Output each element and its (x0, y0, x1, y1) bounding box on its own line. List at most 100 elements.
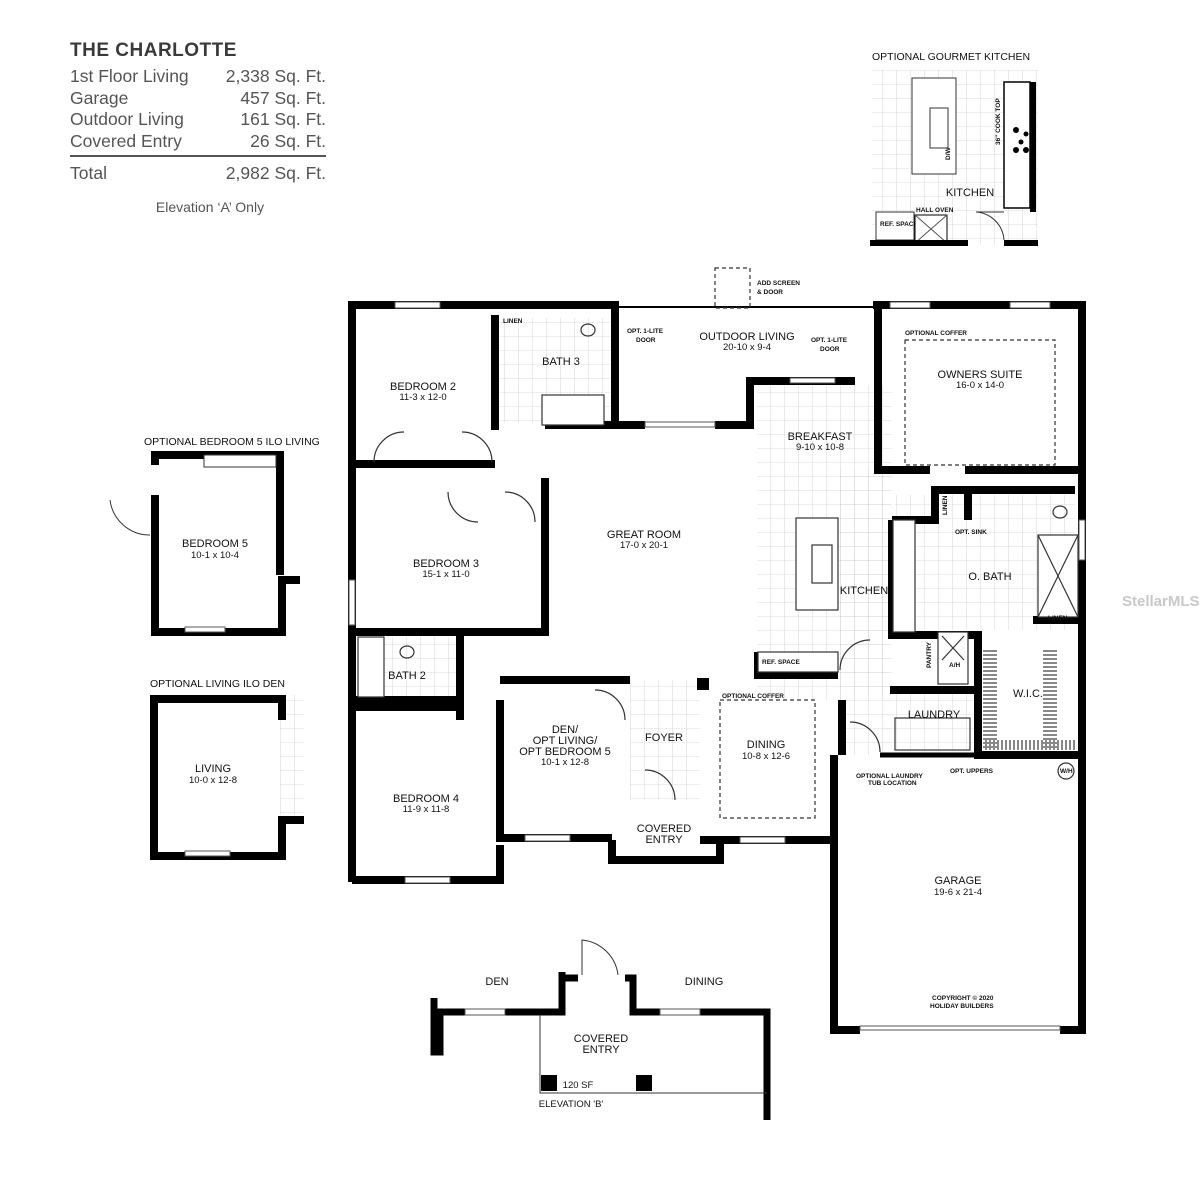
counter (1003, 81, 1031, 209)
note: OPT. 1-LITE (627, 328, 664, 335)
room-name: OUTDOOR LIVING (699, 331, 794, 343)
note: ADD SCREEN (757, 280, 800, 287)
note: LINEN (1048, 615, 1068, 622)
note: LINEN (942, 495, 949, 515)
hall-oven-label: HALL OVEN (916, 207, 954, 214)
summary-row: Covered Entry 26 Sq. Ft. (70, 131, 326, 153)
room-dims: 9-10 x 10-8 (796, 442, 844, 453)
sink (929, 107, 949, 149)
plan-title: THE CHARLOTTE (70, 40, 237, 61)
room-dims: 20-10 x 9-4 (723, 342, 771, 353)
note: TUB LOCATION (868, 780, 917, 787)
inset-title: OPTIONAL BEDROOM 5 ILO LIVING (144, 436, 320, 448)
room-name: DEN/ (552, 724, 579, 736)
dw-label: D/W (945, 147, 952, 161)
room-name: GREAT ROOM (607, 529, 681, 541)
elevation-note: Elevation ‘A’ Only (155, 198, 265, 215)
row-value: 161 Sq. Ft. (240, 109, 326, 129)
copyright: COPYRIGHT © 2020 (932, 994, 994, 1002)
room-dims: 16-0 x 14-0 (956, 380, 1004, 391)
ref-space (875, 211, 915, 241)
room-name: ENTRY (645, 834, 683, 846)
room-name: BEDROOM 3 (413, 558, 479, 570)
note: A/H (949, 662, 961, 669)
room-name: BEDROOM 5 (182, 538, 248, 550)
note: DOOR (820, 346, 840, 353)
gourmet-kitchen-inset: OPTIONAL GOURMET KITCHEN 36" COOK TOP D/… (870, 51, 1038, 246)
door-swing (109, 499, 151, 536)
room-name: DINING (747, 739, 786, 751)
room-name: FOYER (645, 732, 683, 744)
room-name: OPT BEDROOM 5 (519, 746, 610, 758)
inset-title: OPTIONAL GOURMET KITCHEN (872, 51, 1030, 63)
plan-notes: ADD SCREEN & DOOR OPT. 1-LITE DOOR OPT. … (503, 280, 1073, 1010)
window (184, 626, 226, 633)
room-dims: 10-8 x 12-6 (742, 751, 790, 762)
total-value: 2,982 Sq. Ft. (225, 163, 326, 183)
row-value: 26 Sq. Ft. (250, 130, 326, 151)
fixtures (357, 267, 1079, 819)
note: OPT. 1-LITE (811, 337, 848, 344)
room-name: W.I.C. (1013, 688, 1043, 700)
room-name: BEDROOM 2 (390, 381, 456, 393)
room-name: BATH 3 (542, 356, 580, 368)
summary-row: 1st Floor Living 2,338 Sq. Ft. (70, 66, 326, 88)
wall (1030, 82, 1036, 212)
divider (70, 155, 326, 157)
room-dims: 10-1 x 12-8 (541, 757, 589, 768)
closet (203, 454, 277, 468)
note: PANTRY (926, 641, 933, 668)
cooktop-icon (1013, 127, 1029, 153)
window (184, 850, 231, 857)
windows (348, 301, 1086, 1031)
row-label: Covered Entry (70, 130, 182, 151)
optional-living-inset: OPTIONAL LIVING ILO DEN LIVING 10-0 x 12… (150, 678, 304, 860)
room-dims: 10-0 x 12-8 (189, 775, 237, 786)
note: LINEN (503, 318, 523, 325)
door-swing (975, 211, 1005, 241)
room-name: KITCHEN (840, 585, 888, 597)
room-name: COVERED (637, 823, 691, 835)
room-name: COVERED (574, 1033, 628, 1045)
walls (150, 695, 304, 860)
room-name: DEN (485, 976, 508, 988)
note: & DOOR (757, 289, 783, 296)
note: DOOR (636, 337, 656, 344)
room-name: OWNERS SUITE (938, 369, 1023, 381)
island (911, 77, 957, 175)
room-dims: 10-1 x 10-4 (191, 550, 239, 561)
note: OPT. UPPERS (950, 768, 994, 775)
note: OPTIONAL COFFER (722, 693, 784, 700)
optional-bedroom5-inset: OPTIONAL BEDROOM 5 ILO LIVING BEDROOM 5 … (109, 436, 320, 636)
room-dims: 11-3 x 12-0 (399, 392, 446, 403)
room-dims: 11-9 x 11-8 (403, 804, 450, 815)
copyright: HOLIDAY BUILDERS (930, 1003, 994, 1010)
walls (348, 301, 1086, 1034)
room-labels: OUTDOOR LIVING 20-10 x 9-4 OWNERS SUITE … (388, 331, 1043, 898)
note: REF. SPACE (762, 659, 800, 666)
area-label: 120 SF (563, 1080, 594, 1091)
row-value: 2,338 Sq. Ft. (225, 66, 326, 86)
summary-row: Outdoor Living 161 Sq. Ft. (70, 109, 326, 131)
room-name: LIVING (195, 763, 231, 775)
note: OPTIONAL LAUNDRY (856, 773, 923, 780)
watermark: StellarMLS (1122, 593, 1200, 610)
oven-icon (914, 214, 948, 244)
room-name: O. BATH (968, 571, 1011, 583)
row-value: 457 Sq. Ft. (240, 87, 326, 108)
room-name: OPT LIVING/ (533, 735, 599, 747)
ref-space-label: REF. SPACE (880, 221, 918, 228)
row-label: Outdoor Living (70, 109, 184, 129)
room-dims: 19-6 x 21-4 (934, 887, 982, 898)
row-label: 1st Floor Living (70, 66, 189, 86)
cooktop-label: 36" COOK TOP (995, 98, 1002, 145)
room-dims: 15-1 x 11-0 (422, 569, 469, 580)
note: OPT. SINK (955, 529, 987, 536)
room-name: BATH 2 (388, 670, 426, 682)
note: OPTIONAL COFFER (905, 330, 967, 337)
room-name: DINING (685, 976, 724, 988)
room-name: ENTRY (582, 1044, 620, 1056)
elevation-label: ELEVATION 'B' (539, 1099, 604, 1110)
